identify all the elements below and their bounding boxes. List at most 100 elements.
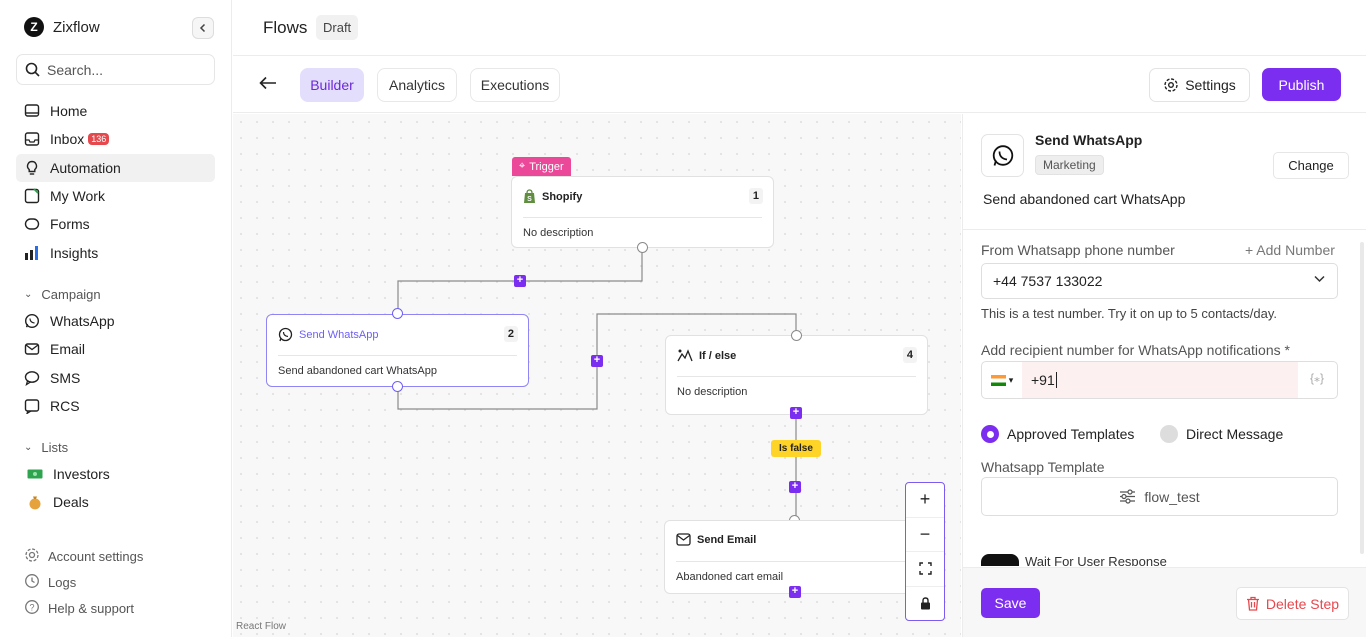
publish-button[interactable]: Publish: [1262, 68, 1341, 101]
approved-templates-radio[interactable]: Approved Templates: [981, 425, 1134, 443]
node-send-email[interactable]: Send Email Abandoned cart email: [664, 520, 927, 594]
campaign-rcs[interactable]: RCS: [16, 392, 215, 420]
nav-forms-label: Forms: [50, 216, 90, 232]
list-investors[interactable]: Investors: [16, 460, 215, 488]
node-handle[interactable]: [392, 308, 403, 319]
node-shopify[interactable]: S Shopify 1 No description: [511, 176, 774, 248]
lock-button[interactable]: [906, 587, 944, 621]
zoom-in-button[interactable]: +: [906, 483, 944, 518]
shopify-icon: S: [524, 189, 535, 203]
trash-icon: [1246, 596, 1259, 611]
campaign-sms[interactable]: SMS: [16, 364, 215, 392]
add-step-button[interactable]: +: [591, 355, 603, 367]
fit-view-button[interactable]: [906, 552, 944, 587]
node-number: 4: [902, 347, 917, 363]
settings-button[interactable]: Settings: [1149, 68, 1250, 102]
back-button[interactable]: [259, 74, 277, 95]
add-number-link[interactable]: + Add Number: [1245, 242, 1335, 258]
template-label: Whatsapp Template: [981, 459, 1105, 475]
recipient-phone-field: ▾ +91 {⁎}: [981, 361, 1338, 399]
campaign-whatsapp-label: WhatsApp: [50, 313, 115, 329]
trigger-label: Trigger: [529, 160, 564, 173]
country-code-select[interactable]: ▾: [982, 362, 1022, 398]
divider: [278, 355, 517, 356]
node-send-whatsapp[interactable]: Send WhatsApp 2 Send abandoned cart What…: [266, 314, 529, 387]
step-title: Send WhatsApp: [1035, 132, 1143, 148]
search-input[interactable]: Search...: [16, 54, 215, 85]
help-support-link[interactable]: ? Help & support: [24, 599, 134, 618]
template-value: flow_test: [1144, 488, 1200, 505]
header: Flows Draft: [233, 0, 1366, 56]
nav-automation[interactable]: Automation: [16, 154, 215, 182]
step-name[interactable]: Send abandoned cart WhatsApp: [983, 191, 1186, 207]
node-description: No description: [523, 227, 594, 239]
lists-heading: Lists: [41, 440, 69, 455]
settings-label: Settings: [1185, 77, 1236, 93]
node-header: If / else: [677, 348, 736, 363]
add-step-button[interactable]: +: [789, 586, 801, 598]
wait-for-response-toggle[interactable]: [981, 554, 1019, 566]
panel-scrollbar[interactable]: [1360, 242, 1364, 554]
variables-icon[interactable]: {⁎}: [1309, 371, 1324, 385]
node-handle[interactable]: [791, 330, 802, 341]
recipient-phone-input[interactable]: +91: [1022, 362, 1298, 398]
template-picker[interactable]: flow_test: [981, 477, 1338, 516]
add-step-button[interactable]: +: [514, 275, 526, 287]
logs-link[interactable]: Logs: [24, 573, 76, 592]
node-handle[interactable]: [392, 381, 403, 392]
step-settings-panel: Send WhatsApp Marketing Change Send aban…: [962, 114, 1366, 637]
collapse-sidebar-button[interactable]: [192, 17, 214, 39]
campaign-section-toggle[interactable]: ⌄ Campaign: [24, 287, 101, 302]
nav-home[interactable]: Home: [16, 97, 215, 125]
from-number-select[interactable]: +44 7537 133022: [981, 263, 1338, 299]
node-if-else[interactable]: If / else 4 No description: [665, 335, 928, 415]
wait-for-response-label: Wait For User Response: [1025, 554, 1167, 566]
save-button[interactable]: Save: [981, 588, 1040, 618]
account-settings-label: Account settings: [48, 549, 144, 564]
clock-icon: [24, 573, 40, 592]
tab-builder[interactable]: Builder: [300, 68, 364, 102]
radio-unselected-icon: [1160, 425, 1178, 443]
money-bag-icon: [26, 494, 43, 511]
plus-icon: +: [919, 489, 931, 510]
campaign-whatsapp[interactable]: WhatsApp: [16, 307, 215, 335]
delete-step-button[interactable]: Delete Step: [1236, 587, 1349, 620]
nav-my-work[interactable]: My Work: [16, 182, 215, 210]
change-step-button[interactable]: Change: [1273, 152, 1349, 179]
approved-templates-label: Approved Templates: [1007, 426, 1135, 442]
nav-insights[interactable]: Insights: [16, 239, 215, 267]
svg-text:S: S: [527, 196, 532, 203]
campaign-email[interactable]: Email: [16, 335, 215, 363]
nav-forms[interactable]: Forms: [16, 210, 215, 238]
whatsapp-icon: [23, 313, 40, 330]
inbox-icon: [23, 131, 40, 148]
add-step-button[interactable]: +: [790, 407, 802, 419]
checkbox-icon: [23, 188, 40, 205]
india-flag-icon: [990, 374, 1006, 386]
zoom-out-button[interactable]: −: [906, 518, 944, 552]
flow-canvas[interactable]: ⌖ Trigger S Shopify 1 No description + S…: [233, 114, 961, 637]
brand-name: Zixflow: [53, 18, 100, 36]
lists-section-toggle[interactable]: ⌄ Lists: [24, 440, 68, 455]
panel-footer: Save Delete Step: [963, 567, 1366, 637]
page-title: Flows: [263, 18, 308, 37]
nav-inbox[interactable]: Inbox 136: [16, 125, 215, 153]
node-description: Abandoned cart email: [676, 571, 784, 583]
rcs-icon: [23, 398, 40, 415]
add-step-button[interactable]: +: [789, 481, 801, 493]
direct-message-radio[interactable]: Direct Message: [1160, 425, 1283, 443]
node-handle[interactable]: [637, 242, 648, 253]
campaign-email-label: Email: [50, 341, 86, 357]
tab-analytics[interactable]: Analytics: [377, 68, 457, 102]
brand[interactable]: Z Zixflow: [24, 17, 100, 37]
flow-toolbar: Builder Analytics Executions Settings Pu…: [233, 57, 1366, 113]
tab-executions[interactable]: Executions: [470, 68, 560, 102]
direct-message-label: Direct Message: [1186, 426, 1284, 442]
logs-label: Logs: [48, 575, 77, 590]
account-settings-link[interactable]: Account settings: [24, 547, 143, 566]
nav-inbox-label: Inbox: [50, 131, 85, 147]
node-title: If / else: [699, 349, 737, 362]
nav-home-label: Home: [50, 103, 88, 119]
list-deals[interactable]: Deals: [16, 488, 215, 516]
react-flow-attribution[interactable]: React Flow: [236, 621, 287, 632]
